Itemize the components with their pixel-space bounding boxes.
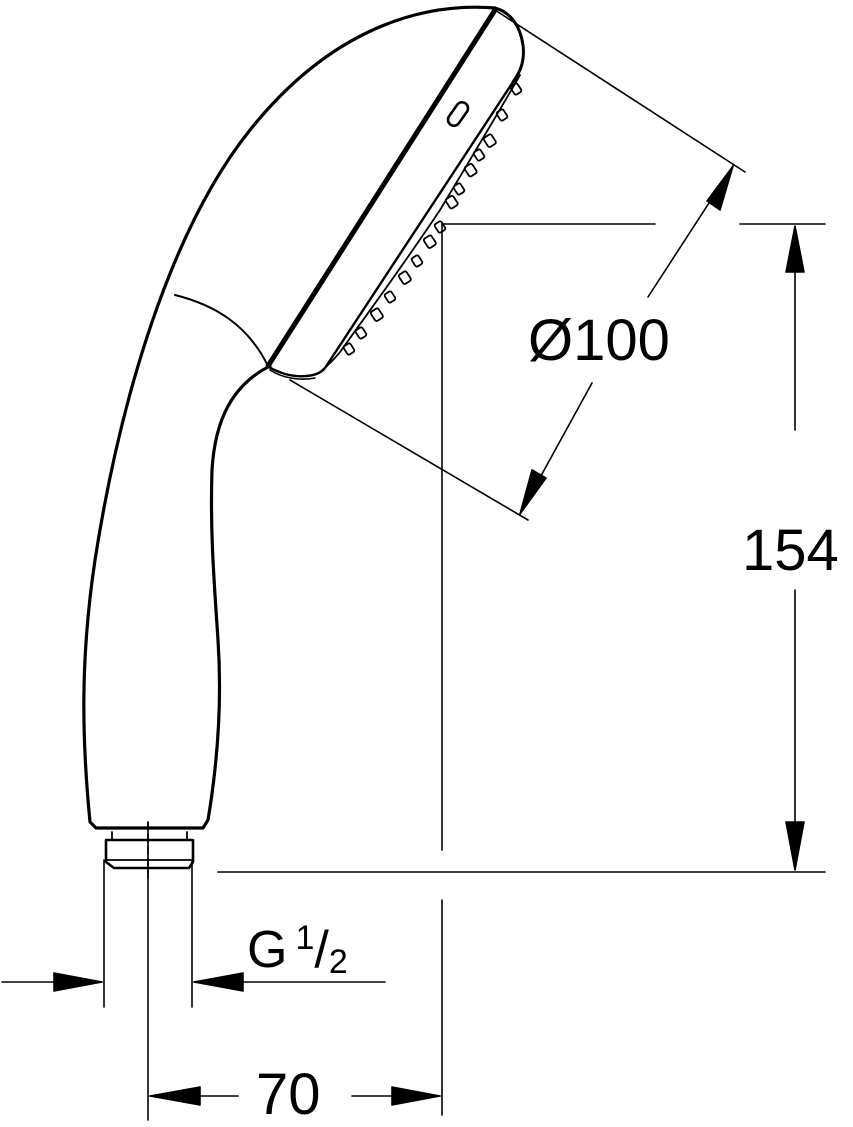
thread-dimension	[1, 859, 386, 1008]
shower-head-cap	[493, 6, 525, 84]
head-reference-lines	[441, 223, 826, 1116]
body-seam	[174, 294, 269, 367]
height-label: 154	[742, 518, 839, 583]
thread-slash: /	[314, 921, 329, 979]
thread-prefix: G	[247, 921, 288, 979]
thread-denominator: 2	[328, 943, 348, 981]
shower-body-outline	[82, 5, 497, 830]
diameter-extension-lines	[289, 9, 746, 521]
height-dimension	[217, 225, 826, 873]
shower-head-rim-shadow	[269, 369, 316, 380]
diameter-label: Ø100	[528, 308, 670, 373]
width-dimension	[147, 821, 441, 1121]
spray-nozzles	[319, 74, 523, 373]
shower-head-rim	[266, 80, 515, 378]
shower-head-face-edge	[265, 7, 498, 369]
thread-numerator: 1	[295, 919, 315, 957]
width-label: 70	[256, 1062, 321, 1127]
diameter-dimension	[519, 165, 734, 515]
spray-mode-slot-icon	[446, 100, 470, 128]
thread-connector	[104, 831, 195, 870]
